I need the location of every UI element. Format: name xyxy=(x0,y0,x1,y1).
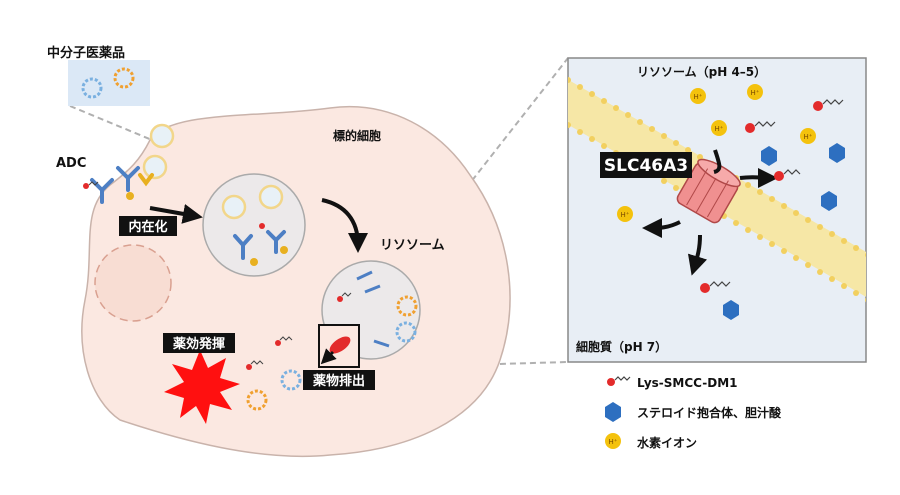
surface-vesicles xyxy=(142,123,175,180)
internalization-arrow xyxy=(149,204,203,224)
svg-text:薬効発揮: 薬効発揮 xyxy=(172,336,225,352)
drug-effect-burst xyxy=(164,350,240,424)
svg-text:内在化: 内在化 xyxy=(128,219,167,235)
inset-hexagons xyxy=(723,143,845,320)
legend: H⁺ Lys-SMCC-DM1 ステロイド抱合体、胆汁酸 水素イオン xyxy=(605,376,782,450)
inset-payloads xyxy=(700,99,844,293)
lysosome-inset: H⁺ H⁺ H⁺ H⁺ H⁺ xyxy=(567,57,867,363)
transporter-zoom-box xyxy=(318,324,360,368)
svg-text:H⁺: H⁺ xyxy=(609,438,618,446)
mid-molecule-drug-box xyxy=(68,60,150,106)
transporter-slc46a3 xyxy=(676,158,741,224)
svg-text:薬物排出: 薬物排出 xyxy=(312,373,365,389)
label-cytoplasm: 細胞質（pH 7） xyxy=(576,339,667,354)
tag-drug-effect: 薬効発揮 xyxy=(163,333,235,353)
label-adc: ADC xyxy=(56,156,86,171)
svg-text:H⁺: H⁺ xyxy=(694,93,703,101)
label-target-cell: 標的細胞 xyxy=(333,128,381,143)
svg-text:H⁺: H⁺ xyxy=(715,125,724,133)
legend-label-proton: 水素イオン xyxy=(637,435,697,450)
legend-label-payload: Lys-SMCC-DM1 xyxy=(637,376,737,390)
label-lysosome: リソソーム xyxy=(380,238,445,253)
adc-antibodies xyxy=(83,166,154,204)
svg-text:H⁺: H⁺ xyxy=(804,133,813,141)
tag-transporter: SLC46A3 xyxy=(600,152,692,178)
inset-proton-labels: H⁺ H⁺ H⁺ H⁺ H⁺ xyxy=(621,89,813,219)
legend-payload-icon xyxy=(607,376,631,386)
label-mid-molecule: 中分子医薬品 xyxy=(47,45,125,61)
label-inset-lysosome: リソソーム（pH 4–5） xyxy=(637,64,766,79)
svg-text:H⁺: H⁺ xyxy=(621,211,630,219)
tag-drug-efflux: 薬物排出 xyxy=(303,370,375,390)
tag-internalization: 内在化 xyxy=(119,216,177,236)
nucleus xyxy=(94,244,172,322)
legend-hexagon-icon xyxy=(605,402,621,422)
released-payloads xyxy=(246,336,302,411)
legend-proton-icon: H⁺ xyxy=(605,433,621,449)
maturation-arrow xyxy=(321,198,368,253)
inset-protons xyxy=(617,84,816,222)
target-cell xyxy=(81,106,511,458)
svg-text:H⁺: H⁺ xyxy=(751,89,760,97)
endosome xyxy=(202,173,306,277)
transport-arrows xyxy=(642,149,778,276)
legend-label-hexagon: ステロイド抱合体、胆汁酸 xyxy=(637,405,782,420)
svg-text:SLC46A3: SLC46A3 xyxy=(604,156,688,176)
